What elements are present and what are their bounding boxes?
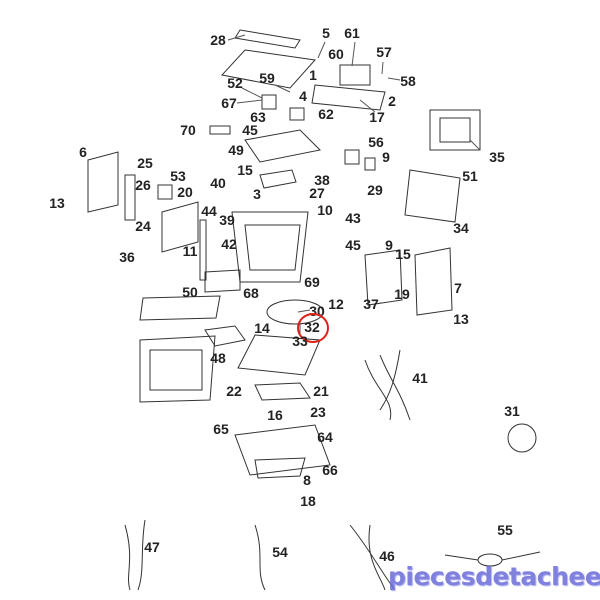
part-label[interactable]: 55 bbox=[497, 522, 513, 538]
part-label[interactable]: 69 bbox=[304, 274, 320, 290]
part-label[interactable]: 9 bbox=[385, 237, 393, 253]
parts bbox=[87, 29, 541, 591]
part-label[interactable]: 36 bbox=[119, 249, 135, 265]
part-label[interactable]: 24 bbox=[135, 218, 151, 234]
part-label[interactable]: 25 bbox=[137, 155, 153, 171]
part-label[interactable]: 40 bbox=[210, 175, 226, 191]
part-label[interactable]: 56 bbox=[368, 134, 384, 150]
part-label[interactable]: 49 bbox=[228, 142, 244, 158]
part-label[interactable]: 10 bbox=[317, 202, 333, 218]
part-label[interactable]: 4 bbox=[299, 88, 307, 104]
part-label[interactable]: 52 bbox=[227, 75, 243, 91]
part-label[interactable]: 20 bbox=[177, 184, 193, 200]
part-label[interactable]: 26 bbox=[135, 177, 151, 193]
part-label[interactable]: 38 bbox=[314, 172, 330, 188]
part-label[interactable]: 5 bbox=[322, 25, 330, 41]
part-label[interactable]: 23 bbox=[310, 404, 326, 420]
part-label[interactable]: 45 bbox=[345, 237, 361, 253]
part-label[interactable]: 42 bbox=[221, 236, 237, 252]
leader-lines bbox=[227, 34, 481, 334]
part-label[interactable]: 29 bbox=[367, 182, 383, 198]
part-label[interactable]: 21 bbox=[313, 383, 329, 399]
part-label[interactable]: 63 bbox=[250, 109, 266, 125]
watermark: piecesdetacheeselec.com bbox=[388, 562, 600, 591]
part-label[interactable]: 61 bbox=[344, 25, 360, 41]
part-label[interactable]: 54 bbox=[272, 544, 288, 560]
part-label[interactable]: 70 bbox=[180, 122, 196, 138]
part-label[interactable]: 2 bbox=[388, 93, 396, 109]
part-label[interactable]: 22 bbox=[226, 383, 242, 399]
part-label[interactable]: 7 bbox=[454, 280, 462, 296]
part-label[interactable]: 18 bbox=[300, 493, 316, 509]
part-label-highlighted[interactable]: 32 bbox=[304, 319, 320, 335]
part-label[interactable]: 28 bbox=[210, 32, 226, 48]
part-label[interactable]: 62 bbox=[318, 106, 334, 122]
part-label[interactable]: 53 bbox=[170, 168, 186, 184]
part-label[interactable]: 45 bbox=[242, 122, 258, 138]
part-label[interactable]: 31 bbox=[504, 403, 520, 419]
part-label[interactable]: 66 bbox=[322, 462, 338, 478]
part-label[interactable]: 43 bbox=[345, 210, 361, 226]
part-label[interactable]: 57 bbox=[376, 44, 392, 60]
part-label[interactable]: 19 bbox=[394, 286, 410, 302]
part-label[interactable]: 68 bbox=[243, 285, 259, 301]
part-label[interactable]: 3 bbox=[253, 186, 261, 202]
part-label[interactable]: 47 bbox=[144, 539, 160, 555]
part-label[interactable]: 58 bbox=[400, 73, 416, 89]
part-label[interactable]: 1 bbox=[309, 67, 317, 83]
part-label[interactable]: 46 bbox=[379, 548, 395, 564]
part-label[interactable]: 67 bbox=[221, 95, 237, 111]
part-label[interactable]: 11 bbox=[182, 243, 198, 259]
part-label[interactable]: 39 bbox=[219, 212, 235, 228]
part-label[interactable]: 12 bbox=[328, 296, 344, 312]
part-label[interactable]: 33 bbox=[292, 333, 308, 349]
highlight-circle bbox=[297, 313, 329, 343]
part-label[interactable]: 34 bbox=[453, 220, 469, 236]
part-label[interactable]: 41 bbox=[412, 370, 428, 386]
part-label[interactable]: 35 bbox=[489, 149, 505, 165]
part-label[interactable]: 65 bbox=[213, 421, 229, 437]
part-label[interactable]: 6 bbox=[79, 144, 87, 160]
part-label[interactable]: 37 bbox=[363, 296, 379, 312]
part-label[interactable]: 14 bbox=[254, 320, 270, 336]
part-label[interactable]: 50 bbox=[182, 284, 198, 300]
part-label[interactable]: 17 bbox=[369, 109, 385, 125]
part-label[interactable]: 48 bbox=[210, 350, 226, 366]
part-label[interactable]: 15 bbox=[237, 162, 253, 178]
part-label[interactable]: 16 bbox=[267, 407, 283, 423]
part-label[interactable]: 59 bbox=[259, 70, 275, 86]
part-label[interactable]: 27 bbox=[309, 185, 325, 201]
part-label[interactable]: 13 bbox=[49, 195, 65, 211]
part-label[interactable]: 44 bbox=[201, 203, 217, 219]
part-label[interactable]: 64 bbox=[317, 429, 333, 445]
part-label[interactable]: 15 bbox=[395, 246, 411, 262]
part-label[interactable]: 60 bbox=[328, 46, 344, 62]
part-label[interactable]: 9 bbox=[382, 149, 390, 165]
part-label[interactable]: 13 bbox=[453, 311, 469, 327]
part-label[interactable]: 51 bbox=[462, 168, 478, 184]
part-label[interactable]: 8 bbox=[303, 472, 311, 488]
